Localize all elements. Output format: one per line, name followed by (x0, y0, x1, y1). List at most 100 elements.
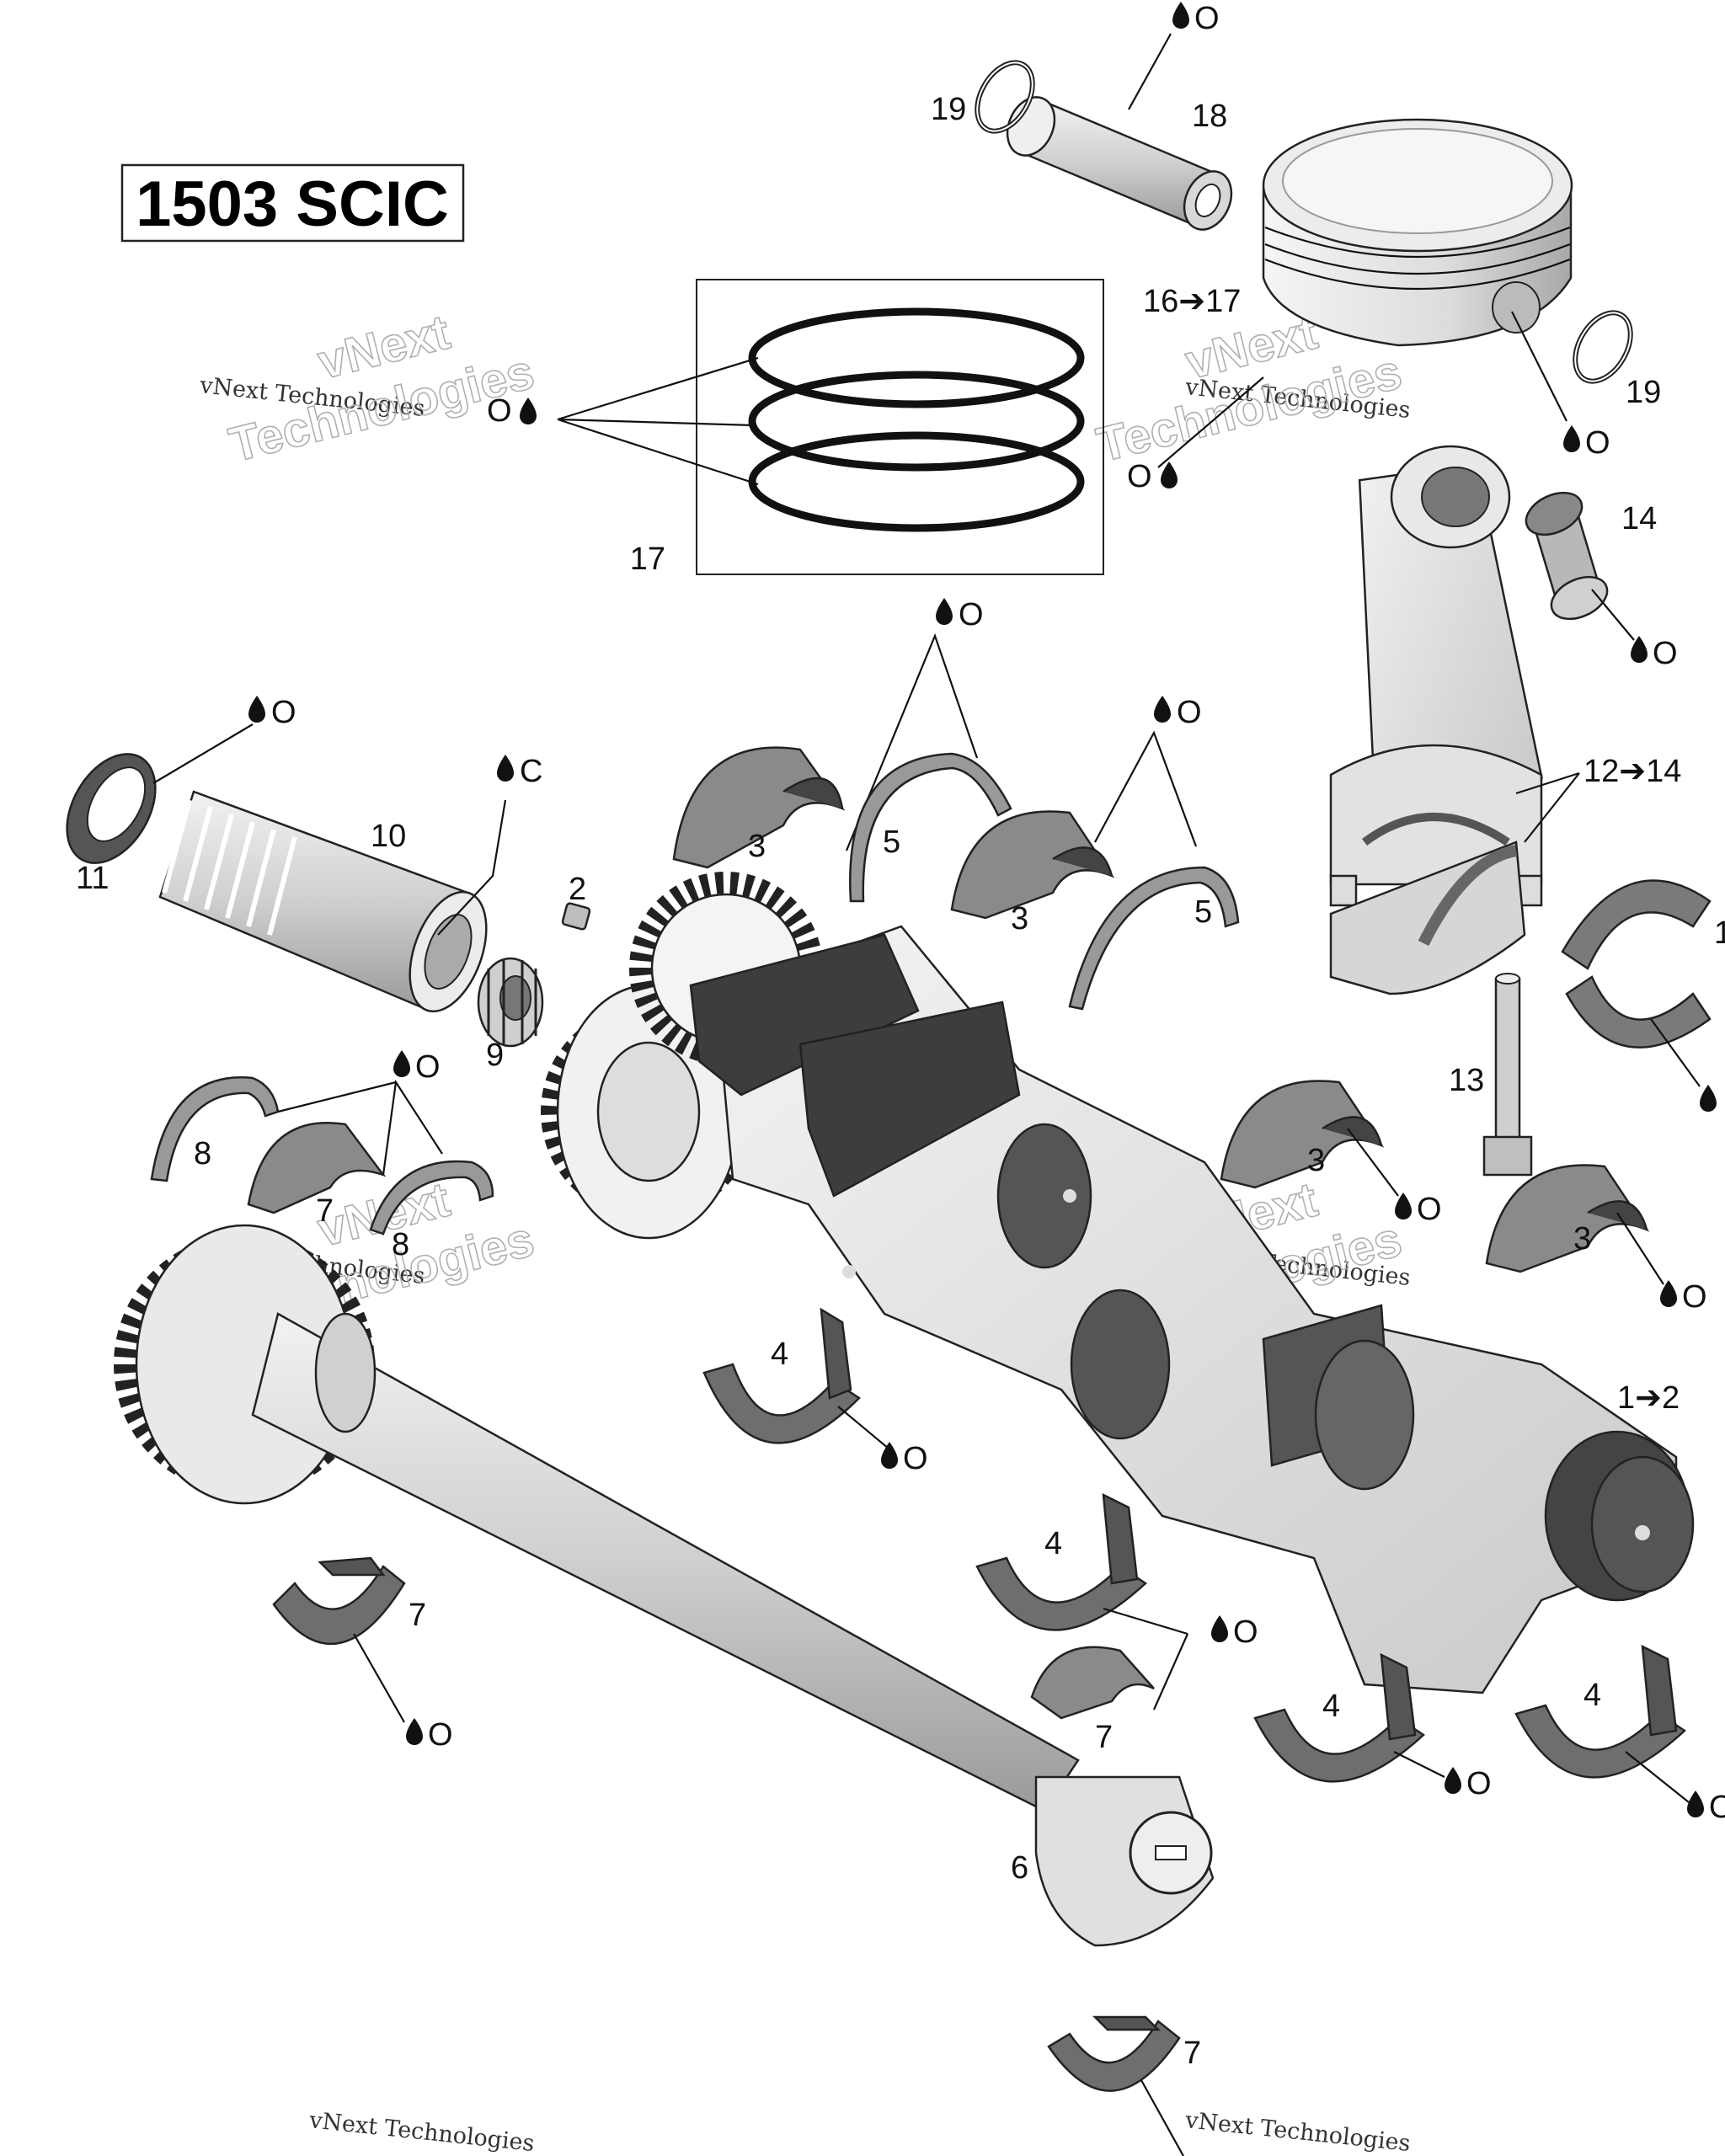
lube-symbol-3d: O (1660, 1279, 1707, 1315)
oil-drop-icon (1660, 1280, 1677, 1307)
oil-seal (66, 753, 157, 864)
svg-text:O: O (1417, 1192, 1442, 1227)
oil-drop-icon (1161, 462, 1178, 488)
thrust-washer-8b (369, 1160, 494, 1235)
pump-drive-shaft (158, 790, 488, 1013)
svg-text:O: O (1653, 636, 1678, 671)
main-bearing-3c (1220, 1080, 1385, 1189)
main-bearing-7-center (1030, 1646, 1155, 1720)
thrust-washer-5b (1068, 866, 1240, 1011)
thrust-washer-5a (849, 752, 1012, 903)
oil-drop-icon (936, 598, 953, 625)
callout-5b: 5 (1194, 894, 1212, 930)
lube-symbol-4c: O (1445, 1766, 1492, 1801)
callout-7a: 7 (316, 1193, 334, 1229)
callout-11: 11 (76, 861, 109, 896)
thrust-washer-8a (150, 1076, 280, 1182)
title-box: 1503 SCIC (120, 163, 465, 243)
title: 1503 SCIC (136, 168, 449, 240)
oil-drop-icon (1631, 636, 1648, 663)
lube-symbol-rod-bearing (1700, 1085, 1717, 1112)
callout-7b: 7 (409, 1598, 426, 1633)
oil-drop-icon (1563, 425, 1580, 452)
oil-drop-icon (497, 755, 514, 782)
oil-drop-icon (1211, 1615, 1228, 1642)
connecting-rod (1329, 445, 1543, 907)
oil-drop-icon (1700, 1085, 1717, 1112)
oil-drop-icon (406, 1718, 423, 1745)
callout-8b: 8 (392, 1227, 409, 1262)
callout-9: 9 (486, 1038, 504, 1073)
main-bearing-7b (272, 1556, 406, 1646)
lube-symbol-4d: O (1687, 1790, 1725, 1825)
svg-text:O: O (487, 393, 512, 429)
watermark-6: vNext Technologies (1183, 2107, 1412, 2156)
lube-symbol-7b: O (406, 1717, 453, 1753)
main-bearing-4b (975, 1492, 1148, 1631)
lube-symbol-3c: O (1395, 1192, 1442, 1227)
callout-3d: 3 (1573, 1221, 1591, 1257)
callout-4d: 4 (1583, 1678, 1601, 1713)
main-bearing-7d (1047, 2015, 1181, 2092)
lube-symbol-bearings-top: O O (936, 597, 1202, 730)
callout-12-14: 12➔14 (1583, 754, 1681, 789)
callout-4b: 4 (1044, 1526, 1062, 1561)
svg-text:vNext Technologies: vNext Technologies (307, 2107, 536, 2156)
dowel-pin (561, 902, 591, 931)
svg-text:O: O (1177, 695, 1202, 730)
circlip-top (975, 60, 1035, 134)
main-bearing-4a (702, 1307, 861, 1444)
oil-drop-icon (1395, 1193, 1412, 1219)
balance-shaft (114, 1224, 1215, 1947)
lube-symbol-4a: O (881, 1441, 928, 1476)
rod-bearing-right (1561, 879, 1712, 1049)
callout-4a: 4 (771, 1337, 788, 1372)
piston-ring-set: 17 (557, 279, 1104, 577)
lube-symbol-seal: O (248, 695, 296, 730)
callout-3b: 3 (1011, 901, 1028, 937)
circlip-right (1573, 310, 1633, 384)
oil-drop-icon (1172, 2, 1189, 29)
svg-text:O: O (1194, 1, 1220, 36)
main-bearing-7a (247, 1122, 387, 1214)
callout-13: 13 (1449, 1063, 1484, 1098)
callout-19b: 19 (1626, 375, 1661, 410)
callout-10: 10 (371, 819, 406, 854)
svg-text:C: C (520, 754, 542, 789)
svg-text:O: O (1709, 1790, 1725, 1825)
lube-symbol-7-8: O (393, 1049, 441, 1085)
oil-drop-icon (1154, 696, 1171, 723)
lube-symbol-pin: O (1172, 1, 1220, 36)
lube-symbol-shaft: C (497, 754, 542, 789)
callout-4c: 4 (1322, 1689, 1340, 1724)
oil-drop-icon (393, 1050, 410, 1077)
main-bearing-4c (1253, 1652, 1426, 1783)
svg-text:O: O (1127, 459, 1152, 494)
lube-symbol-4b-7: O (1211, 1614, 1258, 1650)
svg-text:O: O (415, 1049, 441, 1085)
svg-text:O: O (428, 1717, 453, 1753)
callout-18: 18 (1192, 99, 1227, 134)
svg-text:O: O (1466, 1766, 1492, 1801)
callout-5a: 5 (883, 825, 900, 860)
callout-7d: 7 (1183, 2036, 1201, 2071)
crankshaft (689, 925, 1695, 1694)
lube-symbol-piston-left: O (1127, 459, 1178, 494)
main-bearing-3b (950, 810, 1115, 920)
main-bearing-3a (672, 746, 846, 869)
main-bearing-3d (1485, 1164, 1650, 1273)
lube-symbol-piston: O (1563, 425, 1610, 461)
lube-symbol-oil-rings: O (487, 393, 537, 429)
svg-text:O: O (903, 1441, 928, 1476)
piston (1262, 118, 1573, 347)
oil-drop-icon (881, 1442, 898, 1469)
callout-14: 14 (1621, 501, 1657, 536)
small-end-bushing (1525, 491, 1609, 621)
rod-cap (1329, 841, 1526, 995)
watermark-5: vNext Technologies (307, 2107, 536, 2156)
callout-6: 6 (1011, 1850, 1028, 1886)
callout-3a: 3 (748, 829, 766, 864)
callout-7c: 7 (1095, 1720, 1113, 1755)
